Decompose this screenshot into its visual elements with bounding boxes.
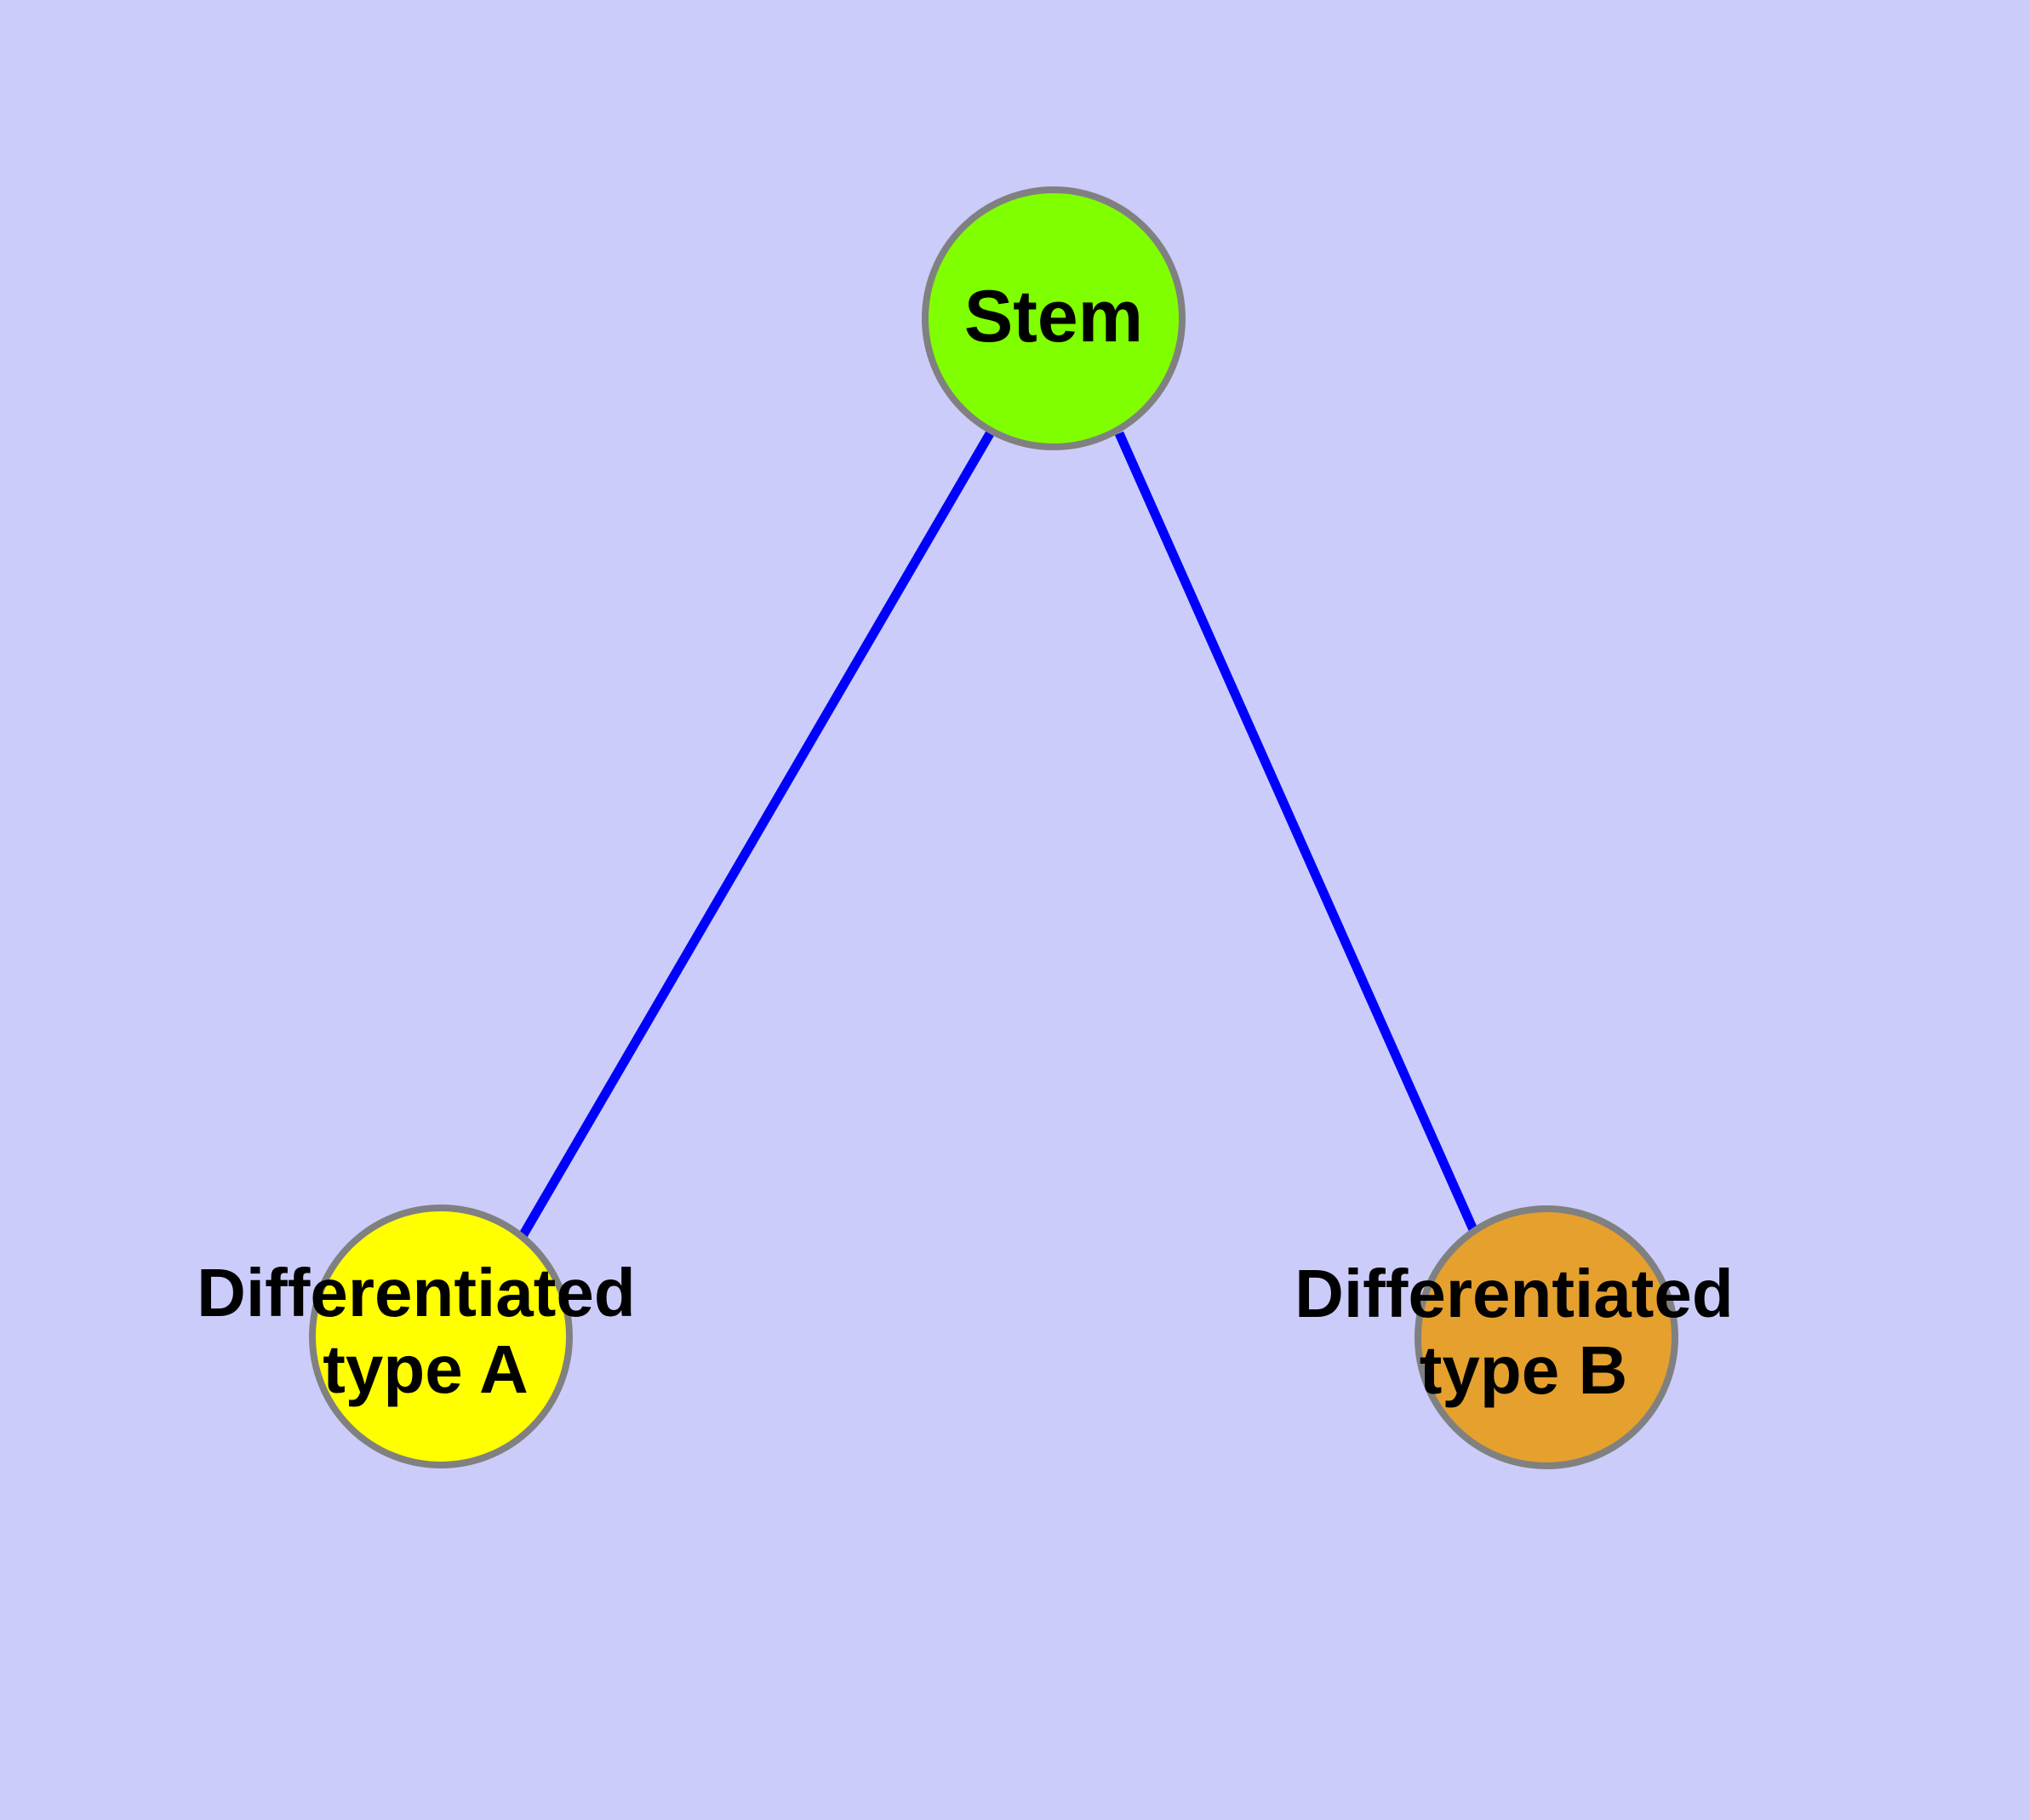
- node-differentiated-type-a[interactable]: [309, 1205, 573, 1468]
- node-label-differentiated-type-a-line-2: type A: [323, 1331, 529, 1407]
- node-label-differentiated-type-a: Differentiated type A: [197, 1255, 654, 1407]
- edge-layer: [518, 428, 1480, 1239]
- node-layer: [309, 186, 1678, 1469]
- node-label-differentiated-type-b-line-1: Differentiated: [1295, 1256, 1734, 1331]
- node-label-stem: Stem: [964, 276, 1143, 358]
- node-label-stem-line-1: Stem: [964, 276, 1143, 358]
- node-label-differentiated-type-a-line-1: Differentiated: [197, 1255, 636, 1331]
- node-label-differentiated-type-b-line-2: type B: [1420, 1332, 1628, 1408]
- edge-stem-to-differentiated-type-a[interactable]: [518, 428, 996, 1239]
- node-differentiated-type-b[interactable]: [1415, 1205, 1678, 1469]
- node-label-differentiated-type-b: Differentiated type B: [1295, 1256, 1752, 1408]
- label-layer: Stem Differentiated type A Differentiate…: [197, 276, 1752, 1408]
- edge-stem-to-differentiated-type-b[interactable]: [1114, 431, 1480, 1236]
- node-stem[interactable]: [922, 186, 1186, 450]
